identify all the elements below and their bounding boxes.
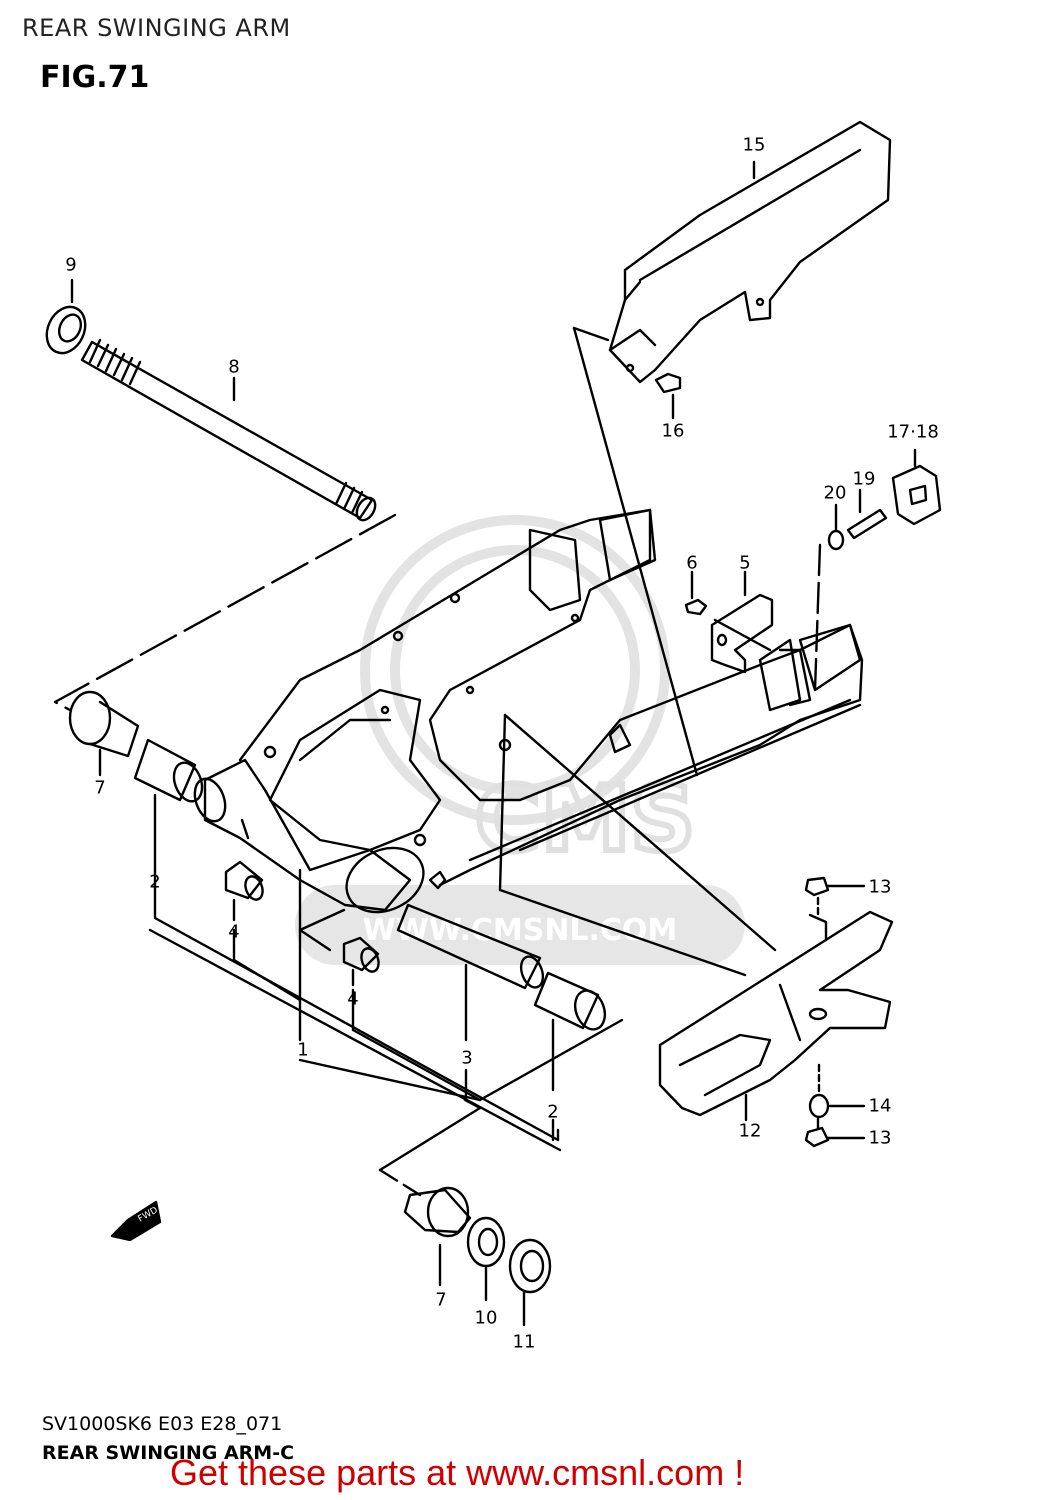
collar-part-14 bbox=[808, 1063, 866, 1119]
callout-part-3: 3 bbox=[461, 1047, 473, 1069]
spacer-part-3 bbox=[396, 903, 545, 1042]
callout-part-1: 1 bbox=[297, 1039, 309, 1061]
figure-number: FIG.71 bbox=[40, 60, 150, 95]
callout-part-13-lower: 13 bbox=[868, 1127, 892, 1149]
plate-part-5 bbox=[710, 570, 774, 674]
needle-bearing-part-4-lower bbox=[342, 936, 380, 987]
diagram-subtitle: REAR SWINGING ARM-C bbox=[42, 1442, 295, 1464]
callout-part-11: 11 bbox=[512, 1331, 536, 1353]
shop-link[interactable]: Get these parts at www.cmsnl.com ! bbox=[170, 1452, 745, 1493]
bush-part-7-lower bbox=[403, 1186, 472, 1287]
callout-part-14: 14 bbox=[868, 1095, 892, 1117]
bearing-part-2-right bbox=[533, 971, 607, 1092]
callout-part-5: 5 bbox=[739, 552, 751, 574]
callout-part-20: 20 bbox=[823, 482, 847, 504]
bolt-part-16 bbox=[654, 372, 682, 420]
nut-part-9 bbox=[45, 278, 87, 355]
swinging-arm-part-1 bbox=[193, 508, 864, 914]
seal-part-11 bbox=[508, 1238, 552, 1327]
callout-part-4-lower: 4 bbox=[347, 988, 359, 1010]
callout-part-12: 12 bbox=[738, 1120, 762, 1142]
bearing-part-2-left bbox=[133, 738, 204, 872]
bolt-part-13-lower bbox=[804, 1116, 866, 1148]
diagram-code: SV1000SK6 E03 E28_071 bbox=[42, 1413, 283, 1435]
adjuster-bolt-part-19 bbox=[846, 488, 888, 540]
chain-case-part-15 bbox=[608, 120, 892, 384]
callout-part-7-lower: 7 bbox=[435, 1289, 447, 1311]
callout-part-2-right: 2 bbox=[547, 1101, 559, 1123]
callout-part-10: 10 bbox=[474, 1307, 498, 1329]
callout-part-19: 19 bbox=[852, 468, 876, 490]
forward-arrow-icon bbox=[110, 1200, 162, 1242]
callout-part-6: 6 bbox=[686, 552, 698, 574]
washer-part-20 bbox=[827, 503, 845, 551]
pivot-shaft-part-8 bbox=[80, 338, 377, 522]
bolt-part-13-upper bbox=[804, 876, 866, 917]
diagram-header-title: REAR SWINGING ARM bbox=[22, 14, 291, 42]
callout-part-9: 9 bbox=[65, 254, 77, 276]
chain-guide-part-12 bbox=[658, 910, 894, 1122]
washer-part-10 bbox=[466, 1216, 506, 1302]
bush-part-7-left bbox=[68, 690, 140, 777]
needle-bearing-part-4-upper bbox=[224, 860, 264, 922]
callout-part-4-upper: 4 bbox=[228, 921, 240, 943]
callout-part-7-left: 7 bbox=[94, 777, 106, 799]
callout-part-2-left: 2 bbox=[149, 871, 161, 893]
adjuster-block-part-17-18 bbox=[891, 448, 942, 526]
callout-part-8: 8 bbox=[228, 356, 240, 378]
callout-part-16: 16 bbox=[661, 420, 685, 442]
callout-part-17-18: 17·18 bbox=[887, 421, 939, 443]
callout-part-15: 15 bbox=[742, 134, 766, 156]
bolt-part-6 bbox=[684, 570, 708, 616]
callout-part-13-upper: 13 bbox=[868, 876, 892, 898]
